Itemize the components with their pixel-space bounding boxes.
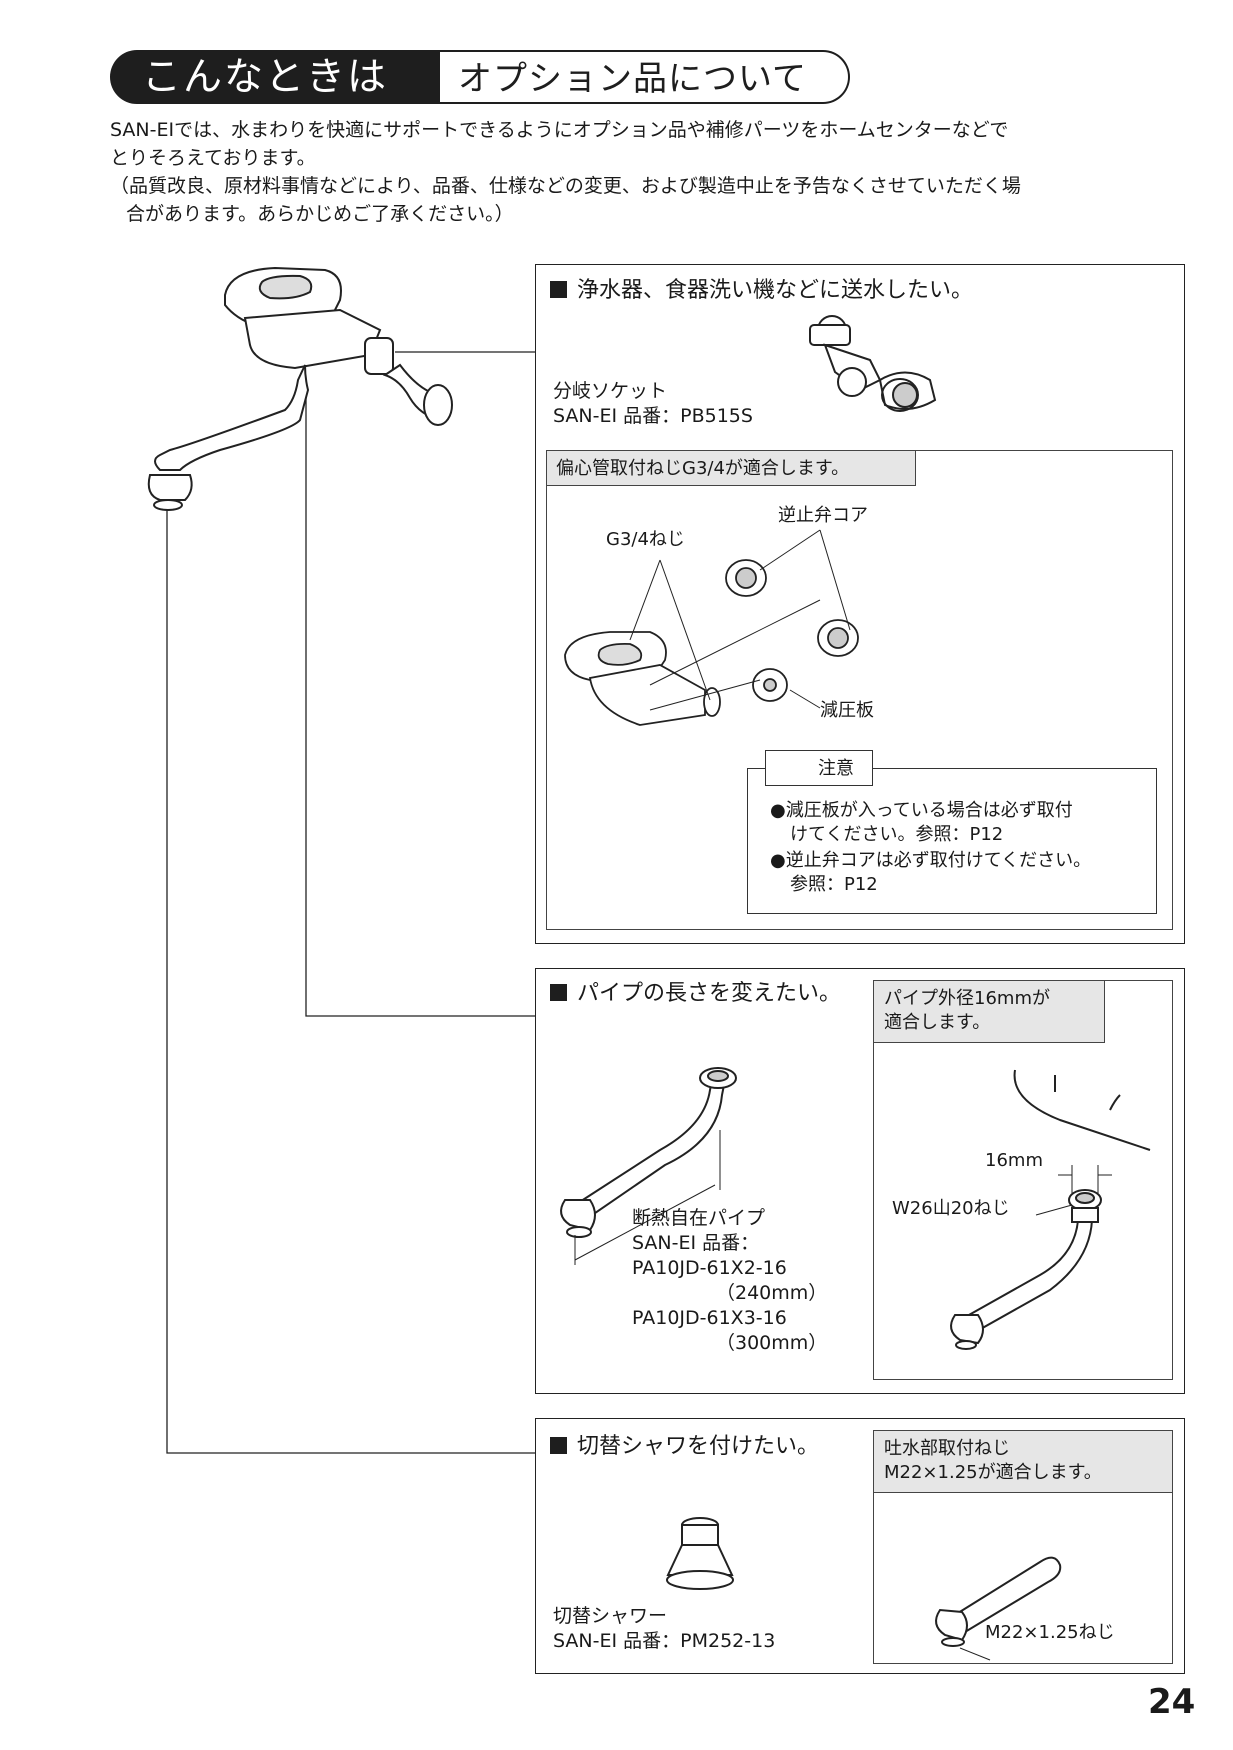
section3-title-text: 切替シャワを付けたい。 bbox=[577, 1434, 820, 1459]
caution-item-1-line-2: けてください。参照：P12 bbox=[790, 824, 1004, 845]
section1-title: 浄水器、食器洗い機などに送水したい。 bbox=[550, 280, 973, 302]
intro-line-3: （品質改良、原材料事情などにより、品番、仕様などの変更、および製造中止を予告なく… bbox=[110, 175, 1021, 197]
section3-fit-tag-line-1: 吐水部取付ねじ bbox=[884, 1438, 1010, 1459]
section2-title-text: パイプの長さを変えたい。 bbox=[577, 981, 842, 1006]
section-pipe-length bbox=[535, 968, 1185, 1394]
square-bullet-icon bbox=[550, 984, 567, 1001]
intro-line-4: 合があります。あらかじめご了承ください。） bbox=[126, 203, 514, 225]
section2-product-name: 断熱自在パイプ bbox=[632, 1207, 766, 1229]
section1-product-name: 分岐ソケット bbox=[553, 380, 668, 402]
caution-item-1-line-1: ●減圧板が入っている場合は必ず取付 bbox=[770, 800, 1073, 821]
shower-adapter-illustration bbox=[666, 1517, 734, 1590]
section1-fit-tag: 偏心管取付ねじG3/4が適合します。 bbox=[556, 458, 850, 479]
section2-length-300: （300mm） bbox=[716, 1332, 828, 1354]
section3-product-code: SAN-EI 品番：PM252-13 bbox=[553, 1630, 776, 1652]
fitting-leader-lines bbox=[629, 529, 851, 711]
label-g34-thread: G3/4ねじ bbox=[606, 529, 685, 550]
section2-fit-tag-box bbox=[873, 980, 1105, 1043]
section-shower bbox=[535, 1418, 1185, 1674]
section2-code-300: PA10JD-61X3-16 bbox=[632, 1307, 787, 1329]
section2-product-code-label: SAN-EI 品番： bbox=[632, 1232, 760, 1254]
section3-fit-tag-box bbox=[873, 1430, 1173, 1493]
label-pipe-diameter: 16mm bbox=[985, 1150, 1043, 1171]
faucet-illustration bbox=[147, 266, 453, 511]
label-reducer-plate: 減圧板 bbox=[820, 700, 874, 721]
connector-lines bbox=[166, 351, 535, 1454]
section2-code-240: PA10JD-61X2-16 bbox=[632, 1257, 787, 1279]
caution-header bbox=[765, 750, 873, 786]
square-bullet-icon bbox=[550, 281, 567, 298]
section1-product-code: SAN-EI 品番：PB515S bbox=[553, 405, 753, 427]
header-title-frame bbox=[440, 50, 850, 104]
page-number: 24 bbox=[1148, 1682, 1196, 1722]
header-tag: こんなときは bbox=[142, 55, 389, 100]
section3-title: 切替シャワを付けたい。 bbox=[550, 1436, 819, 1458]
pipe-detail-dimension-lines bbox=[1035, 1165, 1112, 1216]
fitting-diagram bbox=[564, 559, 859, 726]
branch-socket-illustration bbox=[809, 315, 937, 412]
section3-fit-tag-line-2: M22×1.25が適合します。 bbox=[884, 1462, 1102, 1483]
section-branch-socket bbox=[535, 264, 1185, 944]
label-check-valve: 逆止弁コア bbox=[778, 505, 868, 526]
caution-title: 注意 bbox=[818, 758, 854, 779]
intro-line-1: SAN-EIでは、水まわりを快適にサポートできるようにオプション品や補修パーツを… bbox=[110, 119, 1009, 141]
label-w26-thread: W26山20ねじ bbox=[892, 1198, 1010, 1219]
square-bullet-icon bbox=[550, 1437, 567, 1454]
caution-item-2-line-1: ●逆止弁コアは必ず取付けてください。 bbox=[770, 850, 1092, 871]
spout-detail-illustration bbox=[935, 1556, 1062, 1661]
section2-length-240: （240mm） bbox=[716, 1282, 828, 1304]
section2-fit-tag-line-2: 適合します。 bbox=[884, 1012, 991, 1033]
section2-fit-tag-line-1: パイプ外径16mmが bbox=[884, 988, 1050, 1009]
pipe-dimension-lines bbox=[574, 1130, 721, 1265]
section1-title-text: 浄水器、食器洗い機などに送水したい。 bbox=[577, 278, 974, 303]
page-title: オプション品について bbox=[458, 59, 807, 99]
section2-title: パイプの長さを変えたい。 bbox=[550, 983, 841, 1005]
pipe-detail-illustration bbox=[950, 1069, 1151, 1350]
intro-line-2: とりそろえております。 bbox=[110, 147, 316, 169]
caution-box bbox=[747, 768, 1157, 914]
header-tag-background bbox=[110, 50, 440, 104]
label-m22-thread: M22×1.25ねじ bbox=[985, 1622, 1115, 1643]
caution-item-2-line-2: 参照：P12 bbox=[790, 874, 878, 895]
pipe-illustration bbox=[560, 1067, 737, 1238]
section1-fit-tag-box bbox=[546, 450, 916, 486]
section3-product-name: 切替シャワー bbox=[553, 1605, 668, 1627]
